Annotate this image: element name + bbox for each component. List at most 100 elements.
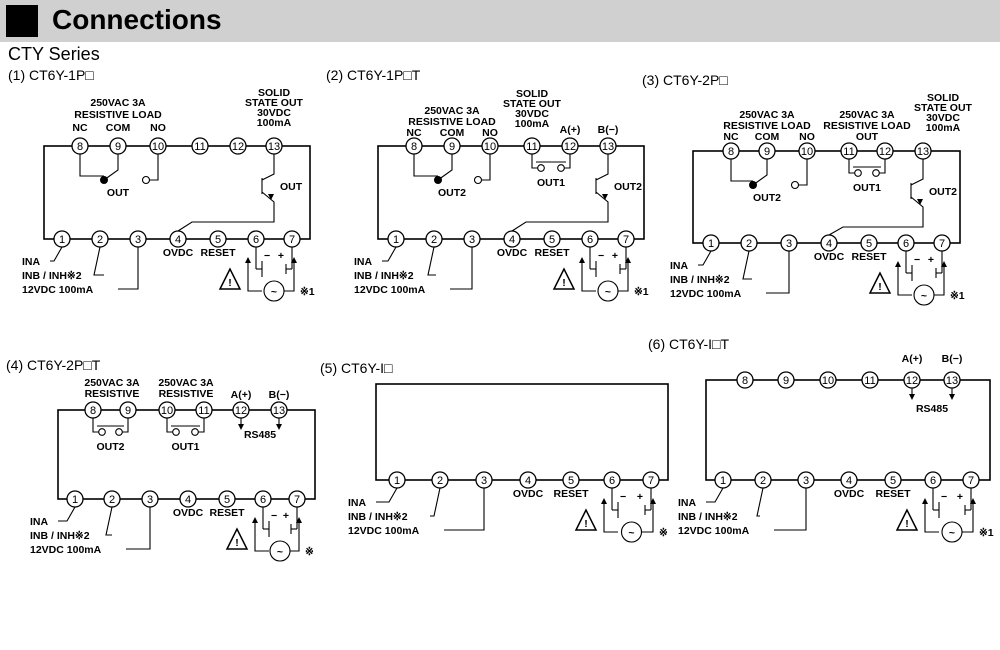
solid-out-label: OUT2 xyxy=(929,186,957,198)
wire xyxy=(595,154,609,181)
wire xyxy=(93,246,104,276)
wire xyxy=(105,506,113,536)
wire xyxy=(730,159,753,182)
wire xyxy=(581,263,596,292)
load-label: OUT xyxy=(856,131,879,143)
terminal-5 xyxy=(209,230,227,248)
relay-contact-icon xyxy=(749,181,757,189)
load-label: 250VAC 3A xyxy=(158,377,214,389)
wire xyxy=(382,246,397,262)
diagram-title: (3) CT6Y-2P□ xyxy=(642,72,728,88)
terminal-5 xyxy=(543,230,561,248)
wire xyxy=(706,487,724,503)
solid-state-label: STATE OUT xyxy=(914,102,973,114)
terminal-number: 9 xyxy=(783,375,789,387)
terminal-number: 7 xyxy=(623,234,629,246)
b-minus-label: B(−) xyxy=(942,353,963,365)
note-label: ※1 xyxy=(950,290,965,302)
solid-out-label: OUT2 xyxy=(614,181,642,193)
terminal-number: 7 xyxy=(289,234,295,246)
wire xyxy=(177,191,275,232)
note-label: ※ xyxy=(659,527,668,539)
terminal-number: 2 xyxy=(97,234,103,246)
wire xyxy=(118,247,139,290)
ina-label: INA xyxy=(678,497,697,509)
relay-terminal-label: NO xyxy=(482,127,498,139)
wire xyxy=(910,159,924,186)
wire xyxy=(430,487,441,517)
terminal-5 xyxy=(562,471,580,489)
terminal-number: 2 xyxy=(431,234,437,246)
terminal-number: 13 xyxy=(946,375,958,387)
minus-label: − xyxy=(271,510,277,522)
contact-icon xyxy=(98,428,106,436)
terminal-number: 12 xyxy=(879,146,891,158)
arrow-icon xyxy=(895,261,901,267)
note-label: ※1 xyxy=(300,286,315,298)
terminal-number: 5 xyxy=(224,494,230,506)
terminal-number: 1 xyxy=(394,475,400,487)
terminal-number: 2 xyxy=(746,238,752,250)
wire xyxy=(450,247,473,290)
ac-source-icon xyxy=(913,284,935,306)
warning-mark: ! xyxy=(228,277,232,289)
terminal-number: 4 xyxy=(846,475,852,487)
ac-source-icon xyxy=(941,521,963,543)
terminal-number: 12 xyxy=(564,141,576,153)
ac-symbol: ~ xyxy=(921,290,927,302)
wire xyxy=(799,159,808,186)
ac-source-icon xyxy=(597,280,619,302)
ina-label: INA xyxy=(348,497,367,509)
arrow-icon xyxy=(970,498,976,504)
wire xyxy=(698,250,712,266)
ac-symbol: ~ xyxy=(949,527,955,539)
terminal-number: 13 xyxy=(273,405,285,417)
terminal-number: 8 xyxy=(411,141,417,153)
wire xyxy=(50,246,63,262)
contact-icon xyxy=(172,428,180,436)
warning-icon xyxy=(895,508,919,531)
contact-out-label: OUT2 xyxy=(96,441,124,453)
relay-out-label: OUT xyxy=(107,187,130,199)
terminal-number: 5 xyxy=(890,475,896,487)
terminal-number: 6 xyxy=(930,475,936,487)
inb-label: INB / INH※2 xyxy=(670,274,730,286)
terminal-10 xyxy=(819,371,837,389)
reset-label: RESET xyxy=(875,488,911,500)
terminal-number: 12 xyxy=(232,141,244,153)
terminal-number: 11 xyxy=(526,141,537,153)
wire xyxy=(774,488,807,531)
terminal-number: 11 xyxy=(843,146,854,158)
terminal-number: 3 xyxy=(803,475,809,487)
load-label: 250VAC 3A xyxy=(839,109,895,121)
relay-contact-icon xyxy=(473,175,483,185)
load-label: RESISTIVE LOAD xyxy=(823,120,911,132)
diagram-title: (1) CT6Y-1P□ xyxy=(8,67,94,83)
inb-label: INB / INH※2 xyxy=(354,270,414,282)
warning-mark: ! xyxy=(905,518,909,530)
solid-state-label: STATE OUT xyxy=(503,98,562,110)
relay-terminal-label: COM xyxy=(440,127,465,139)
arrow-icon xyxy=(650,498,656,504)
wire xyxy=(79,154,104,177)
relay-load-label: RESISTIVE LOAD xyxy=(723,120,811,132)
relay-terminal-label: NC xyxy=(406,127,422,139)
wire xyxy=(103,154,119,181)
terminal-number: 8 xyxy=(728,146,734,158)
contact-out-label: OUT1 xyxy=(171,441,199,453)
note-label: ※1 xyxy=(979,527,994,539)
terminal-number: 10 xyxy=(484,141,496,153)
solid-state-label: 30VDC xyxy=(257,107,291,119)
solid-state-label: 100mA xyxy=(926,122,961,134)
wire xyxy=(879,159,886,174)
contact-out-label: OUT1 xyxy=(537,177,565,189)
wire xyxy=(756,487,764,517)
ina-label: INA xyxy=(22,256,41,268)
device-outline xyxy=(692,150,961,244)
terminal-number: 1 xyxy=(708,238,714,250)
terminal-number: 4 xyxy=(525,475,531,487)
